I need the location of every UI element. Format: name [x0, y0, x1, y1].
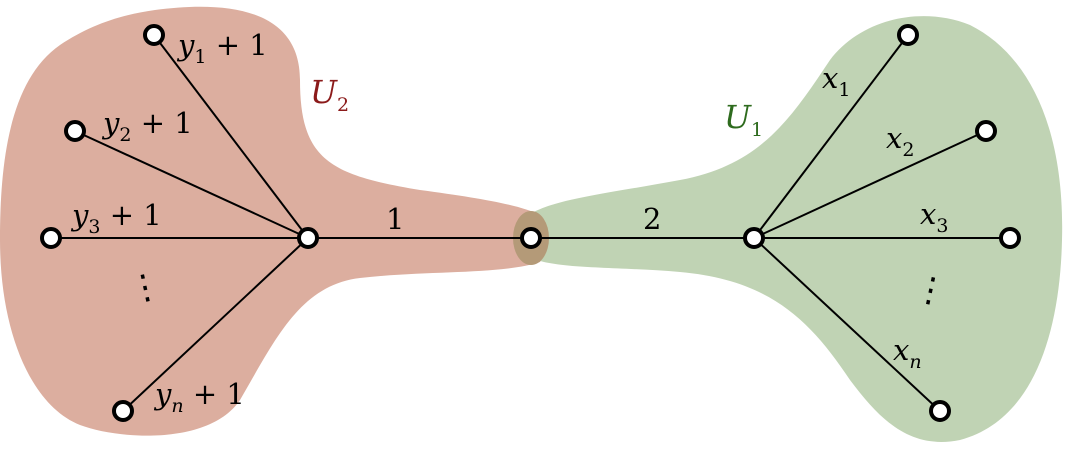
region-u2-sub: 2 [337, 94, 349, 116]
right-label-n-var: x [893, 333, 909, 367]
node-left-center [297, 227, 319, 249]
edge-y1 [153, 34, 309, 239]
left-label-1-sub: 1 [194, 46, 206, 68]
left-label-2-sub: 2 [119, 124, 131, 146]
right-label-n: xn [893, 333, 922, 373]
right-label-n-sub: n [909, 351, 921, 373]
left-label-n-sub: n [171, 395, 183, 417]
region-u1-name: U [724, 98, 752, 136]
node-y2 [64, 120, 86, 142]
node-middle [520, 227, 542, 249]
right-label-3-sub: 3 [936, 215, 948, 237]
node-x3 [999, 227, 1021, 249]
edges [51, 34, 1010, 412]
region-u1 [516, 16, 1063, 442]
region-label-u2: U2 [310, 73, 349, 116]
region-u2-name: U [310, 73, 338, 111]
right-label-1-sub: 1 [838, 79, 850, 101]
region-label-u1: U1 [724, 98, 763, 141]
node-x2 [975, 120, 997, 142]
left-label-1: y1 + 1 [176, 28, 268, 68]
left-label-3-sub: 3 [88, 216, 100, 238]
right-ellipsis: ⋮ [910, 267, 952, 313]
right-label-1: x1 [822, 61, 850, 101]
edge-x2 [753, 130, 987, 239]
node-right-center [743, 227, 765, 249]
left-label-2-suffix: + 1 [131, 106, 192, 140]
node-y1 [143, 24, 165, 46]
node-y3 [40, 227, 62, 249]
left-label-1-var: y [176, 28, 195, 62]
edge-label-2: 2 [643, 202, 661, 236]
right-label-1-var: x [822, 61, 838, 95]
left-label-n-suffix: + 1 [184, 377, 245, 411]
left-label-n-var: y [153, 377, 172, 411]
right-label-3-var: x [920, 197, 936, 231]
left-label-3-suffix: + 1 [100, 198, 161, 232]
node-x1 [897, 24, 919, 46]
right-label-3: x3 [920, 197, 948, 237]
left-label-3-var: y [70, 198, 89, 232]
nodes [40, 24, 1021, 422]
edge-yn [122, 237, 309, 412]
right-label-2: x2 [886, 121, 914, 161]
node-yn [112, 400, 134, 422]
edge-x1 [753, 34, 909, 239]
right-label-2-sub: 2 [902, 139, 914, 161]
right-label-2-var: x [886, 121, 902, 155]
edge-xn [753, 237, 941, 412]
left-label-1-suffix: + 1 [206, 28, 267, 62]
edge-label-1: 1 [386, 202, 404, 236]
left-ellipsis: ⋮ [124, 264, 166, 310]
left-label-n: yn + 1 [153, 377, 245, 417]
edge-y2 [74, 130, 309, 239]
node-xn [929, 400, 951, 422]
left-label-3: y3 + 1 [70, 198, 162, 238]
left-label-2: y2 + 1 [101, 106, 193, 146]
region-u1-sub: 1 [751, 119, 763, 141]
left-label-2-var: y [101, 106, 120, 140]
